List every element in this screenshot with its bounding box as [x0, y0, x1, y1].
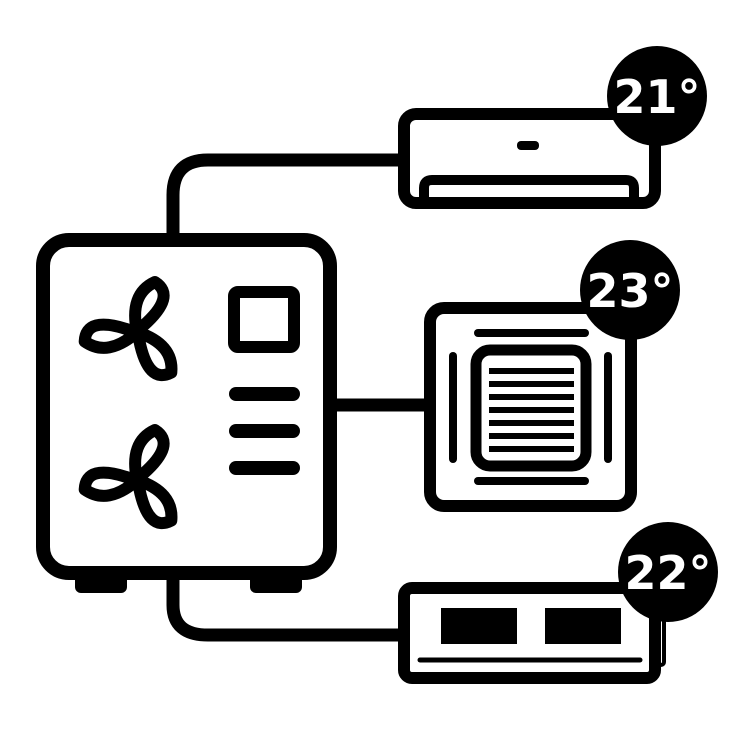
wall-unit-indicator [517, 141, 539, 150]
cassette-slots [449, 329, 612, 485]
outdoor-condenser-icon [36, 233, 337, 593]
fan-icon [78, 276, 178, 382]
ducted-vent-left [441, 608, 517, 644]
fan-icon [78, 424, 178, 530]
line-to-ducted-unit [166, 568, 409, 642]
temperature-badge: 22° [618, 522, 718, 622]
condenser-vents [229, 387, 300, 475]
cassette-ac-icon [424, 302, 637, 512]
wall-unit-body [398, 108, 661, 209]
cassette-grille-bars [489, 368, 574, 452]
temperature-badge-text: 22° [624, 546, 711, 600]
refrigerant-lines [166, 153, 432, 642]
temperature-badge: 21° [607, 46, 707, 146]
temperature-badge: 23° [580, 240, 680, 340]
temperature-badge-text: 23° [586, 264, 673, 318]
temperature-badge-text: 21° [613, 70, 700, 124]
wall-unit-louver [419, 175, 639, 198]
ducted-ac-icon [398, 582, 666, 684]
ducted-vent-right [545, 608, 621, 644]
wall-ac-icon [398, 108, 661, 209]
line-to-wall-unit [166, 153, 409, 245]
condenser-panel [228, 286, 300, 353]
